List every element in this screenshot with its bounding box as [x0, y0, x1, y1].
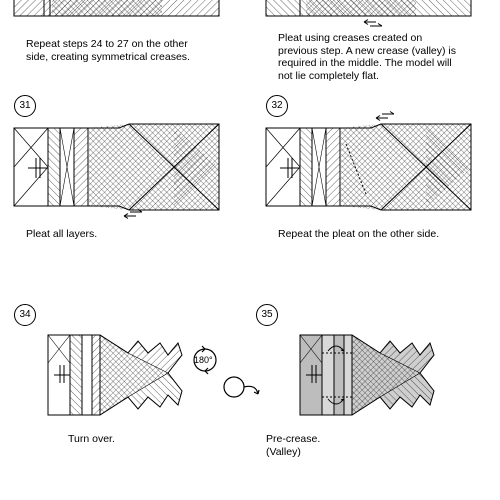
step-caption: Turn over.: [68, 433, 115, 445]
step-number: 34: [14, 304, 36, 326]
step-caption: Pre-crease. (Valley): [266, 433, 321, 458]
diagram-step-32: [265, 110, 476, 215]
pleat-arrow: [123, 213, 136, 219]
rotate-180-icon: [190, 345, 220, 375]
diagram-step-31: [13, 123, 224, 219]
step-caption: Repeat the pleat on the other side.: [278, 228, 440, 240]
step-caption: Repeat steps 24 to 27 on the other side,…: [26, 38, 190, 63]
valley-arrow-top: [327, 345, 345, 352]
step-number: 31: [14, 95, 36, 117]
step-number: 32: [266, 95, 288, 117]
step-caption: Pleat all layers.: [26, 228, 98, 240]
step-number: 35: [256, 304, 278, 326]
diagram-step-34: [47, 333, 188, 418]
pleat-arrow: [375, 115, 388, 121]
pleat-arrow: [363, 19, 376, 25]
diagram-step-35: [299, 333, 440, 418]
diagram-step-top-right: [265, 0, 472, 30]
step-caption: Pleat using creases created on previous …: [278, 32, 456, 82]
valley-arrow-bottom: [327, 398, 345, 405]
turn-over-icon: [214, 372, 260, 402]
rotation-label: 180°: [194, 355, 213, 365]
diagram-step-top-left: [13, 0, 220, 18]
